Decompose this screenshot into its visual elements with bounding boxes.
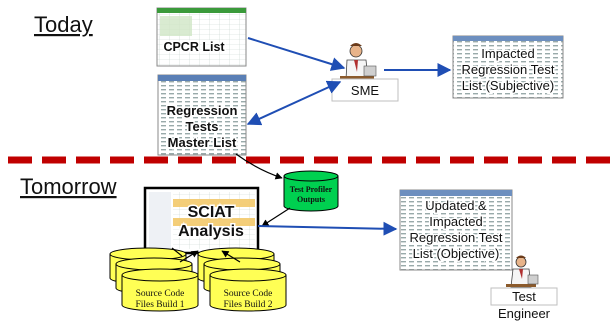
spreadsheet-header-bar <box>158 75 246 81</box>
impacted-subjective-line-1: Impacted <box>481 46 534 61</box>
spreadsheet-header-bar <box>157 8 246 13</box>
sciat-tree-pane <box>149 192 171 249</box>
test-engineer-node: Test Engineer <box>490 255 558 321</box>
impacted-objective-line-2: Impacted <box>429 214 482 229</box>
person-at-desk-icon <box>506 255 539 288</box>
source-build-2-stack: Source Code Files Build 2 <box>197 247 287 312</box>
spreadsheet-header-bar <box>453 36 563 41</box>
spreadsheet-thumbnail-icon <box>452 35 564 99</box>
person-at-desk-icon <box>340 43 377 89</box>
sciat-line-2: Analysis <box>178 223 244 240</box>
source-build-1-line-1: Source Code <box>136 289 185 299</box>
spreadsheet-highlight <box>160 16 192 36</box>
test-engineer-label-box <box>490 287 558 306</box>
arrow-build1-to-sciat <box>179 250 199 263</box>
cpcr-list-node: CPCR List <box>156 7 247 67</box>
source-build-2-line-1: Source Code <box>224 289 273 299</box>
impacted-subjective-line-2: Regression Test <box>462 62 555 77</box>
test-profiler-line-1: Test Profiler <box>290 185 333 194</box>
regression-master-line-3: Master List <box>168 135 237 150</box>
sciat-analysis-node: SCIAT Analysis <box>143 186 260 255</box>
source-build-1-line-2: Files Build 1 <box>135 300 184 310</box>
cylinder-layer <box>209 268 287 312</box>
source-build-1-stack: Source Code Files Build 1 <box>109 247 199 312</box>
section-title-tomorrow: Tomorrow <box>20 174 117 199</box>
cylinder-body <box>283 176 339 212</box>
arrow-sme-master-bidirectional <box>246 80 342 126</box>
spreadsheet-thumbnail-icon <box>157 74 247 156</box>
regression-master-node: Regression Tests Master List <box>157 74 247 156</box>
impacted-subjective-line-3: List (Subjective) <box>462 78 554 93</box>
sciat-highlight-row <box>173 218 255 226</box>
arrow-build1-to-sciat-tail <box>171 247 183 257</box>
test-engineer-line-1: Test <box>512 289 536 304</box>
arrow-profiler-to-sciat <box>261 207 291 227</box>
arrow-build2-to-sciat <box>221 250 241 263</box>
impacted-objective-line-1: Updated & <box>425 198 487 213</box>
cpcr-list-label: CPCR List <box>163 40 225 54</box>
arrow-cpcr-to-sme <box>247 37 346 71</box>
regression-master-line-1: Regression <box>167 103 238 118</box>
arrow-sciat-to-impacted <box>257 221 398 236</box>
impacted-objective-line-3: Regression Test <box>410 230 503 245</box>
test-profiler-node: Test Profiler Outputs <box>283 170 339 212</box>
sciat-highlight-row <box>173 199 255 207</box>
test-profiler-line-2: Outputs <box>297 195 325 204</box>
sme-node: SME <box>331 43 399 102</box>
spreadsheet-header-bar <box>400 190 512 196</box>
sciat-line-1: SCIAT <box>188 204 235 221</box>
impacted-objective-line-4: List (Objective) <box>413 246 500 261</box>
impacted-objective-node: Updated & Impacted Regression Test List … <box>399 189 513 271</box>
arrow-master-to-profiler <box>235 153 283 180</box>
spreadsheet-thumbnail-icon <box>399 189 513 271</box>
section-title-today: Today <box>34 12 93 37</box>
test-engineer-line-2: Engineer <box>498 306 551 321</box>
regression-master-line-2: Tests <box>186 119 219 134</box>
sme-label: SME <box>351 83 380 98</box>
cylinder-layer <box>121 268 199 312</box>
cylinder-top <box>283 170 339 182</box>
source-build-2-line-2: Files Build 2 <box>223 300 272 310</box>
impacted-subjective-node: Impacted Regression Test List (Subjectiv… <box>452 35 564 99</box>
